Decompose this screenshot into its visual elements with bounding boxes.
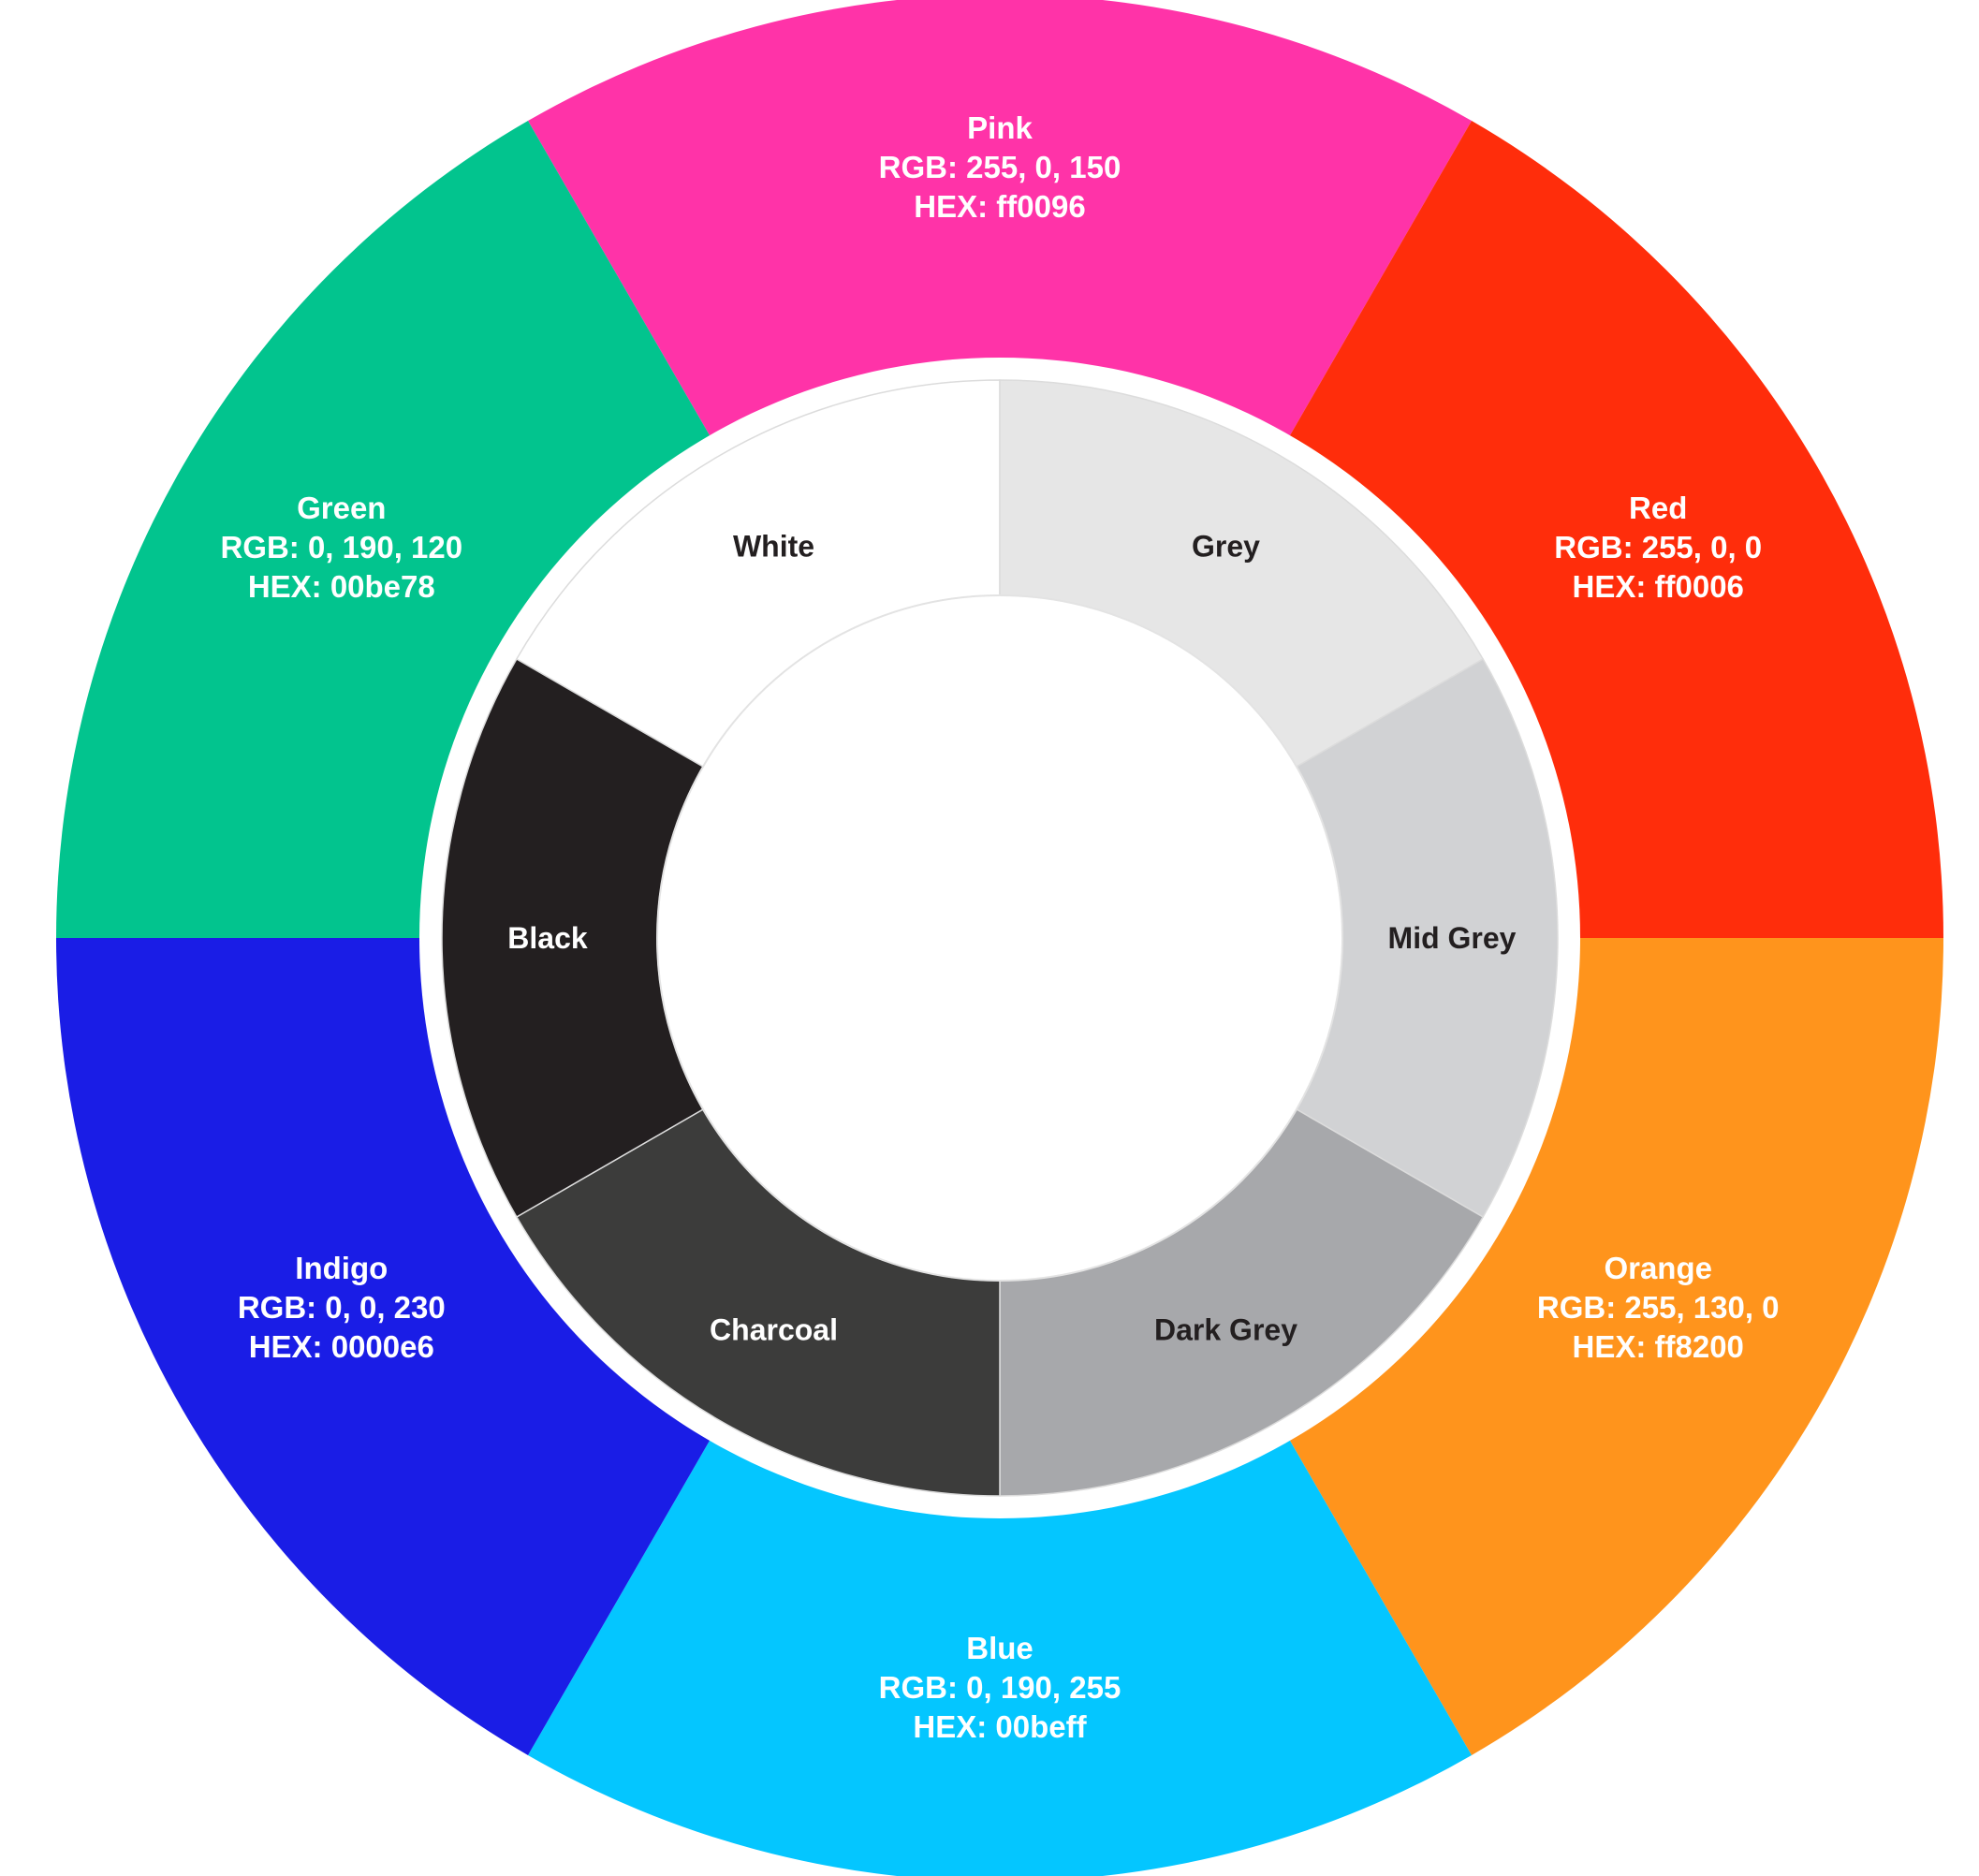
segment-hex: HEX: ff0096: [914, 189, 1085, 224]
segment-hex: HEX: ff0006: [1573, 569, 1744, 604]
inner-label-mid-grey: Mid Grey: [1388, 921, 1517, 955]
inner-label-white: White: [733, 530, 814, 564]
segment-name: Pink: [967, 110, 1033, 145]
segment-name: Blue: [966, 1631, 1033, 1665]
segment-hex: HEX: 0000e6: [249, 1329, 434, 1364]
inner-label-grey: Grey: [1192, 530, 1260, 564]
segment-rgb: RGB: 0, 190, 120: [220, 530, 462, 564]
segment-name: Indigo: [295, 1251, 388, 1285]
inner-label-charcoal: Charcoal: [710, 1312, 838, 1346]
segment-hex: HEX: 00beff: [913, 1709, 1087, 1744]
segment-rgb: RGB: 255, 0, 150: [879, 150, 1121, 184]
segment-hex: HEX: ff8200: [1573, 1329, 1744, 1364]
segment-name: Red: [1629, 491, 1687, 525]
segment-rgb: RGB: 0, 190, 255: [879, 1670, 1121, 1705]
segment-rgb: RGB: 255, 130, 0: [1537, 1290, 1780, 1325]
segment-hex: HEX: 00be78: [248, 569, 435, 604]
segment-name: Orange: [1604, 1251, 1712, 1285]
inner-label-black: Black: [507, 921, 588, 955]
inner-label-dark-grey: Dark Grey: [1154, 1312, 1297, 1346]
center-disc: [656, 594, 1343, 1282]
inner-ring: [441, 379, 1559, 1497]
segment-name: Green: [297, 491, 386, 525]
segment-rgb: RGB: 255, 0, 0: [1554, 530, 1762, 564]
segment-rgb: RGB: 0, 0, 230: [238, 1290, 446, 1325]
